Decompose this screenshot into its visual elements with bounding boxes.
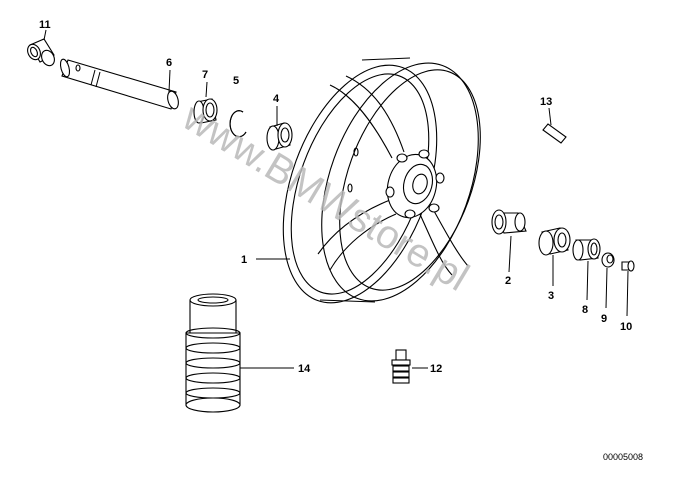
- cap-part: [601, 252, 615, 268]
- part-label-3: 3: [548, 290, 554, 302]
- part-label-4: 4: [273, 93, 280, 105]
- ball-bearing-part: [266, 122, 293, 151]
- leader-line-2: [508, 235, 512, 273]
- bushing-part: [27, 38, 55, 67]
- part-label-6: 6: [166, 57, 172, 69]
- part-label-2: 2: [505, 275, 511, 287]
- part-label-12: 12: [430, 363, 442, 375]
- wheel-part: [282, 57, 481, 304]
- part-label-9: 9: [601, 313, 607, 325]
- part-label-1: 1: [241, 254, 247, 266]
- leader-line-6: [168, 69, 171, 93]
- circlip-part: [229, 110, 247, 138]
- part-label-7: 7: [202, 69, 208, 81]
- axle-part: [59, 58, 179, 110]
- part-label-11: 11: [39, 19, 51, 31]
- part-label-10: 10: [620, 321, 632, 333]
- spacer-ring-part: [193, 98, 218, 124]
- ball-bearing-2-part: [538, 227, 571, 256]
- screw-part: [621, 260, 635, 272]
- spacer-sleeve-part: [491, 209, 527, 235]
- leader-line-8: [586, 260, 589, 301]
- part-label-13: 13: [540, 96, 552, 108]
- leader-line-7: [205, 81, 208, 98]
- drawing-code: 00005008: [603, 452, 643, 462]
- leader-line-13: [548, 107, 552, 126]
- leader-line-9: [605, 267, 608, 309]
- sleeve-part: [185, 293, 241, 413]
- part-label-5: 5: [233, 75, 239, 87]
- part-label-8: 8: [582, 304, 588, 316]
- valve-part: [391, 349, 411, 384]
- balance-weight-part: [542, 123, 567, 144]
- leader-line-10: [626, 270, 629, 317]
- leader-line-11: [43, 29, 47, 41]
- part-label-14: 14: [298, 363, 311, 375]
- spacer-bushing-part: [572, 238, 601, 261]
